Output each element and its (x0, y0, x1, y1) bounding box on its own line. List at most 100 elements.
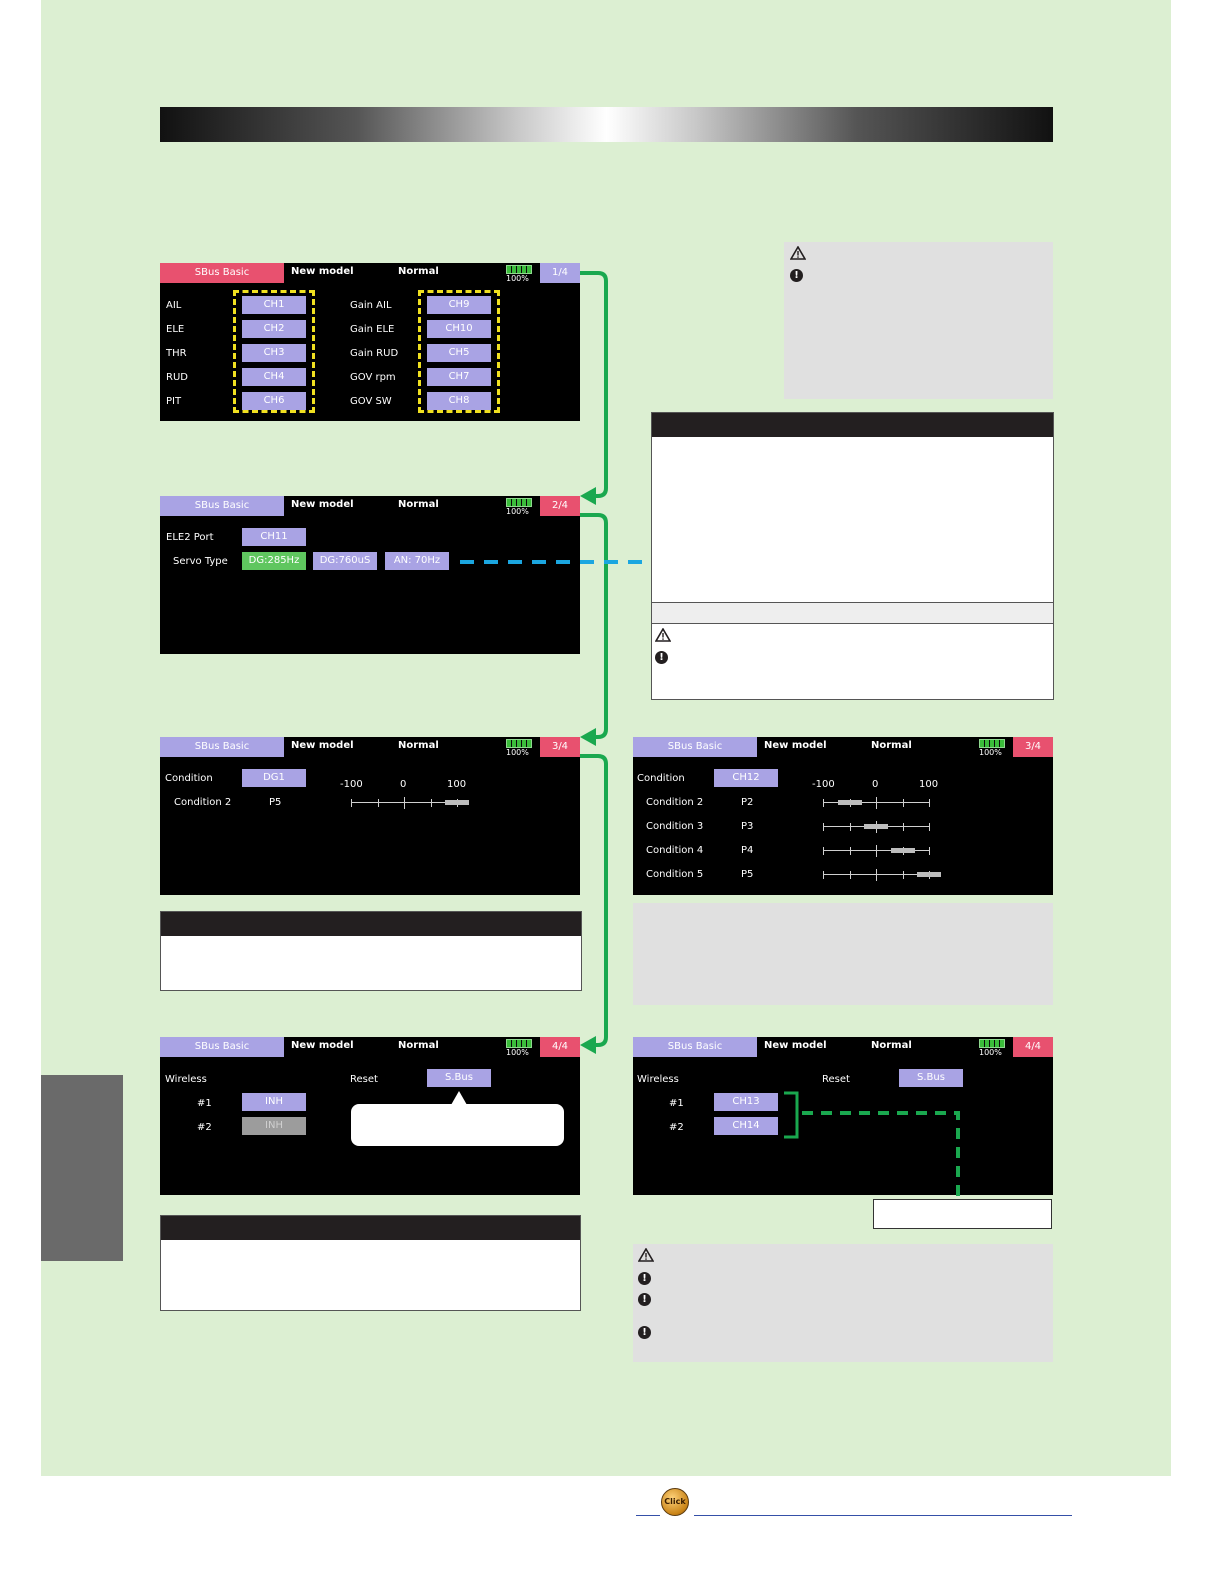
servo-type-option[interactable]: DG:285Hz (242, 552, 306, 570)
footer-rule-right (694, 1515, 1072, 1516)
gauge-level-bar (917, 872, 941, 877)
note-box-condition (160, 911, 582, 991)
gauge-tick (876, 797, 877, 809)
page-indicator[interactable]: 1/4 (540, 263, 580, 283)
function-label: ELE (166, 324, 185, 335)
channel-button[interactable]: CH1 (242, 296, 306, 314)
tab-sbus-basic[interactable]: SBus Basic (160, 496, 284, 516)
click-logo-icon[interactable]: Click (661, 1488, 689, 1516)
wireless-slot-label: #2 (197, 1122, 212, 1133)
model-name: New model (764, 1040, 827, 1051)
channel-button[interactable]: CH9 (427, 296, 491, 314)
wireless-slot-2-button[interactable]: CH14 (714, 1117, 778, 1135)
function-label: Gain ELE (350, 324, 395, 335)
gauge-tick (902, 799, 904, 807)
screen-page-3-ch12: SBus Basic New model Normal 100% 3/4 Con… (633, 737, 1053, 895)
scale-label: -100 (340, 779, 363, 790)
page-indicator[interactable]: 4/4 (540, 1037, 580, 1057)
condition-gauge (823, 797, 930, 809)
gauge-tick (823, 799, 824, 807)
condition-label: Condition (165, 773, 213, 784)
wireless-slot-label: #1 (669, 1098, 684, 1109)
gauge-tick (849, 871, 851, 879)
ele2-port-label: ELE2 Port (166, 532, 214, 543)
battery-percent: 100% (979, 748, 1002, 757)
warning-note-box-bottom: ! ! ! (633, 1244, 1053, 1362)
wireless-slot-2-button[interactable]: INH (242, 1117, 306, 1135)
model-name: New model (291, 266, 354, 277)
battery-icon (979, 1039, 1005, 1048)
battery-percent: 100% (506, 748, 529, 757)
channel-button[interactable]: CH10 (427, 320, 491, 338)
channel-button[interactable]: CH2 (242, 320, 306, 338)
function-label: GOV SW (350, 396, 392, 407)
note-box-header (161, 912, 581, 936)
channel-button[interactable]: CH3 (242, 344, 306, 362)
condition-name: Normal (398, 1040, 439, 1051)
condition-button[interactable]: DG1 (242, 769, 306, 787)
scale-label: 100 (447, 779, 467, 790)
channel-button[interactable]: CH7 (427, 368, 491, 386)
gauge-tick (929, 847, 930, 855)
screen-header: SBus Basic New model Normal 100% 4/4 (633, 1037, 1053, 1057)
reset-sbus-button[interactable]: S.Bus (899, 1069, 963, 1087)
gauge-tick (404, 797, 405, 809)
page-indicator[interactable]: 4/4 (1013, 1037, 1053, 1057)
condition-gauge (351, 797, 469, 809)
reset-sbus-button[interactable]: S.Bus (427, 1069, 491, 1087)
screen-header: SBus Basic New model Normal 100% 1/4 (160, 263, 580, 283)
gauge-level-bar (837, 800, 862, 805)
warning-note-box: ! (784, 242, 1053, 399)
servo-type-option[interactable]: DG:760uS (313, 552, 377, 570)
battery-icon (506, 498, 532, 507)
tab-sbus-basic[interactable]: SBus Basic (160, 263, 284, 283)
model-name: New model (291, 499, 354, 510)
channel-button[interactable]: CH5 (427, 344, 491, 362)
channel-button[interactable]: CH8 (427, 392, 491, 410)
ele2-port-button[interactable]: CH11 (242, 528, 306, 546)
page-indicator[interactable]: 3/4 (1013, 737, 1053, 757)
gauge-tick (849, 823, 851, 831)
side-chapter-tab (41, 1075, 123, 1261)
tab-sbus-basic[interactable]: SBus Basic (633, 1037, 757, 1057)
battery-icon (506, 265, 532, 274)
function-label: RUD (166, 372, 188, 383)
model-name: New model (764, 740, 827, 751)
exclamation-icon: ! (655, 651, 668, 664)
model-name: New model (291, 740, 354, 751)
wireless-slot-label: #2 (669, 1122, 684, 1133)
function-label: AIL (166, 300, 182, 311)
channel-button[interactable]: CH6 (242, 392, 306, 410)
screen-page-4-ch: SBus Basic New model Normal 100% 4/4 Wir… (633, 1037, 1053, 1195)
screen-header: SBus Basic New model Normal 100% 3/4 (160, 737, 580, 757)
function-label: GOV rpm (350, 372, 396, 383)
tab-sbus-basic[interactable]: SBus Basic (160, 1037, 284, 1057)
condition-row-label: Condition 2 (174, 797, 232, 808)
highlight-dashed-box (233, 290, 315, 413)
condition-button[interactable]: CH12 (714, 769, 778, 787)
info-panel: ! (651, 412, 1054, 700)
servo-type-option[interactable]: AN: 70Hz (385, 552, 449, 570)
screen-page-2: SBus Basic New model Normal 100% 2/4 ELE… (160, 496, 580, 654)
gauge-tick (929, 823, 930, 831)
highlight-dashed-box (418, 290, 500, 413)
gauge-tick (430, 799, 432, 807)
wireless-slot-1-button[interactable]: CH13 (714, 1093, 778, 1111)
battery-icon (979, 739, 1005, 748)
model-name: New model (291, 1040, 354, 1051)
wireless-label: Wireless (165, 1074, 207, 1085)
gauge-tick (902, 823, 904, 831)
screen-page-3-dg1: SBus Basic New model Normal 100% 3/4 Con… (160, 737, 580, 895)
warning-triangle-icon (790, 246, 806, 260)
gauge-tick (876, 845, 877, 857)
wireless-slot-1-button[interactable]: INH (242, 1093, 306, 1111)
reset-label: Reset (822, 1074, 850, 1085)
page-indicator[interactable]: 3/4 (540, 737, 580, 757)
page-indicator[interactable]: 2/4 (540, 496, 580, 516)
tab-sbus-basic[interactable]: SBus Basic (633, 737, 757, 757)
condition-row-port: P4 (741, 845, 754, 856)
tab-sbus-basic[interactable]: SBus Basic (160, 737, 284, 757)
gauge-tick (351, 799, 352, 807)
channel-button[interactable]: CH4 (242, 368, 306, 386)
wireless-label: Wireless (637, 1074, 679, 1085)
